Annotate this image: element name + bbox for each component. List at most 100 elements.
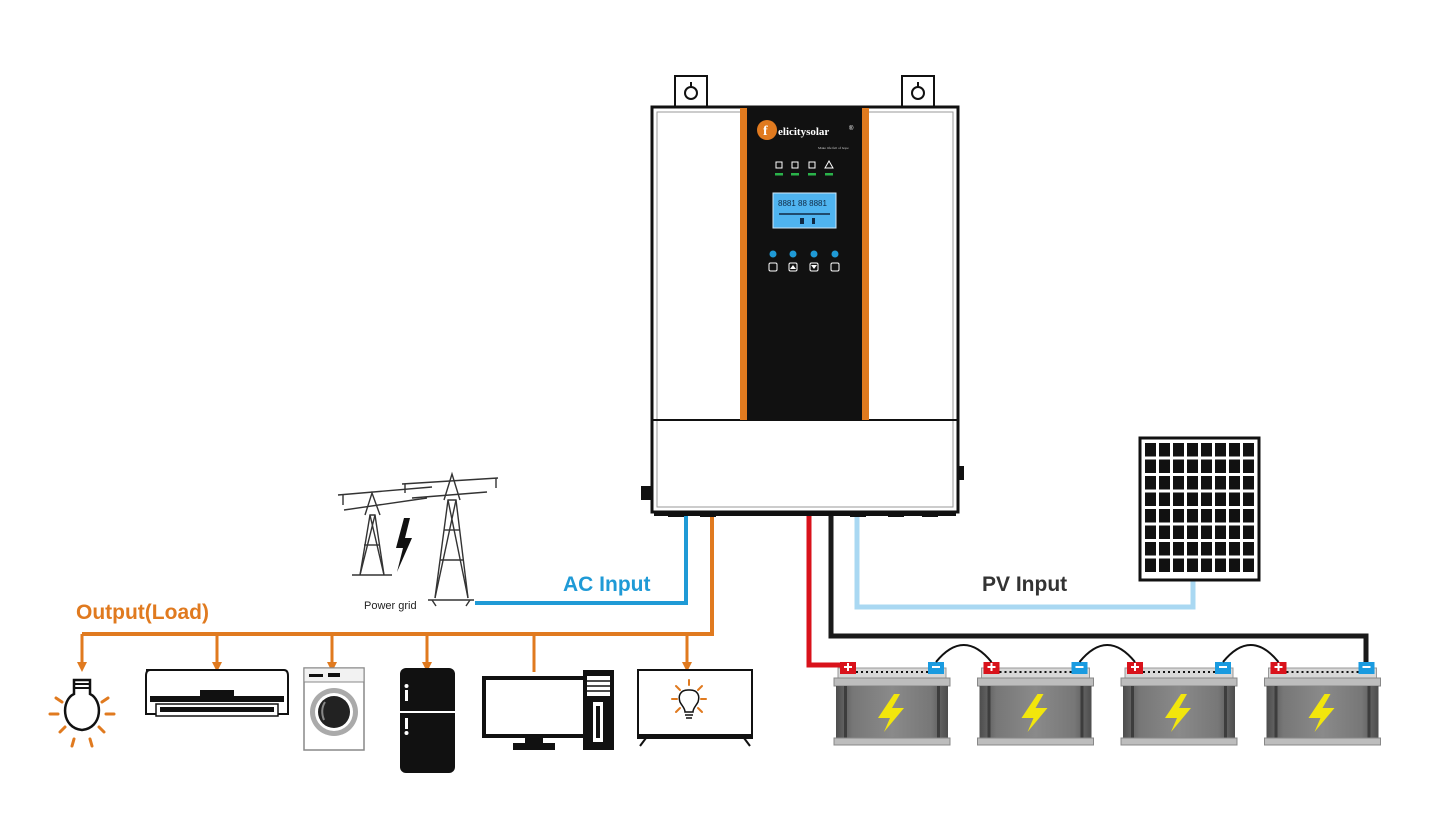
- solar-cell: [1243, 509, 1254, 523]
- output-load-label: Output(Load): [76, 601, 209, 624]
- solar-cell: [1173, 492, 1184, 506]
- solar-panel-icon: [1138, 436, 1261, 582]
- solar-cell: [1145, 558, 1156, 572]
- solar-cell: [1243, 443, 1254, 457]
- solar-cell: [1229, 525, 1240, 539]
- solar-cell: [1159, 443, 1170, 457]
- negative-terminal: [1215, 662, 1231, 674]
- solar-cell: [1229, 476, 1240, 490]
- battery-icon: [1264, 662, 1381, 746]
- solar-cell: [1201, 476, 1212, 490]
- power-grid-label: Power grid: [364, 600, 417, 612]
- solar-cell: [1187, 443, 1198, 457]
- solar-cell: [1145, 476, 1156, 490]
- solar-cell: [1243, 525, 1254, 539]
- battery-icon: [833, 662, 951, 746]
- ac-input-wire: [475, 512, 688, 605]
- solar-cell: [1187, 459, 1198, 473]
- solar-cell: [1145, 525, 1156, 539]
- up-button[interactable]: [788, 262, 798, 272]
- lightning-bolt-icon: [396, 518, 412, 572]
- solar-cell: [1159, 492, 1170, 506]
- solar-cell: [1145, 542, 1156, 556]
- brand-name: elicitysolar: [778, 126, 829, 138]
- positive-terminal: [983, 662, 1000, 674]
- light-bulb-icon: [48, 678, 116, 748]
- solar-cell: [1229, 459, 1240, 473]
- solar-cell: [1215, 525, 1226, 539]
- solar-cell: [1215, 492, 1226, 506]
- brand-tagline: Make life full of hope: [818, 146, 849, 150]
- solar-cell: [1201, 542, 1212, 556]
- solar-cell: [1243, 459, 1254, 473]
- solar-cell: [1145, 443, 1156, 457]
- washing-machine-icon: [303, 667, 365, 751]
- solar-cell: [1243, 542, 1254, 556]
- solar-cell: [1173, 558, 1184, 572]
- negative-terminal: [1358, 662, 1375, 674]
- series-link-wire: [935, 644, 993, 663]
- solar-cell: [1229, 558, 1240, 572]
- enter-button[interactable]: [830, 262, 840, 272]
- solar-cell: [1229, 542, 1240, 556]
- solar-cell: [1229, 443, 1240, 457]
- solar-cell: [1187, 558, 1198, 572]
- solar-cell: [1215, 476, 1226, 490]
- solar-cell: [1201, 558, 1212, 572]
- transmission-tower-icon: [337, 471, 499, 607]
- solar-cell: [1187, 509, 1198, 523]
- solar-cell: [1173, 476, 1184, 490]
- lcd-readout: 8881 88 8881: [778, 199, 827, 208]
- battery-icon: [977, 662, 1094, 746]
- positive-terminal: [840, 662, 856, 674]
- solar-cell: [1201, 525, 1212, 539]
- output-wire: [82, 512, 714, 636]
- mounting-hook-icon: [901, 75, 935, 109]
- pv-input-wire: [854, 512, 1196, 610]
- pc-tower-icon: [583, 670, 614, 750]
- status-indicators: [775, 159, 834, 176]
- solar-cell: [1159, 525, 1170, 539]
- series-link-wire: [1078, 644, 1136, 663]
- solar-cell: [1159, 459, 1170, 473]
- battery-positive-wire: [806, 512, 846, 668]
- positive-terminal: [1127, 662, 1143, 674]
- solar-cell: [1145, 459, 1156, 473]
- solar-cell: [1215, 542, 1226, 556]
- setup-button[interactable]: [768, 262, 778, 272]
- solar-cell: [1159, 509, 1170, 523]
- solar-cell: [1229, 509, 1240, 523]
- solar-cell: [1243, 476, 1254, 490]
- brand-logo-letter: f: [763, 124, 768, 139]
- solar-cell: [1187, 492, 1198, 506]
- solar-cell: [1159, 476, 1170, 490]
- control-buttons: [768, 250, 840, 272]
- solar-cell: [1215, 509, 1226, 523]
- solar-cell: [1145, 492, 1156, 506]
- output-arrowheads: [77, 662, 692, 672]
- solar-cell: [1201, 443, 1212, 457]
- solar-cell: [1173, 525, 1184, 539]
- lcd-display: 8881 88 8881: [772, 192, 837, 229]
- battery-bank: [833, 644, 1381, 746]
- mounting-hook-icon: [674, 75, 708, 109]
- solar-cell: [1215, 558, 1226, 572]
- solar-cell: [1201, 492, 1212, 506]
- solar-cell: [1173, 542, 1184, 556]
- down-button[interactable]: [809, 262, 819, 272]
- negative-terminal: [928, 662, 944, 674]
- solar-cell: [1187, 525, 1198, 539]
- solar-cell: [1173, 443, 1184, 457]
- series-link-wire: [1222, 644, 1280, 663]
- pv-input-label: PV Input: [982, 573, 1067, 596]
- solar-cell: [1201, 459, 1212, 473]
- battery-icon: [1120, 662, 1238, 746]
- solar-cell: [1159, 542, 1170, 556]
- solar-cell: [1159, 558, 1170, 572]
- brand-logo: [757, 120, 777, 140]
- output-drop-lines: [80, 634, 689, 672]
- negative-terminal: [1071, 662, 1088, 674]
- solar-cell: [1187, 542, 1198, 556]
- solar-cell: [1215, 459, 1226, 473]
